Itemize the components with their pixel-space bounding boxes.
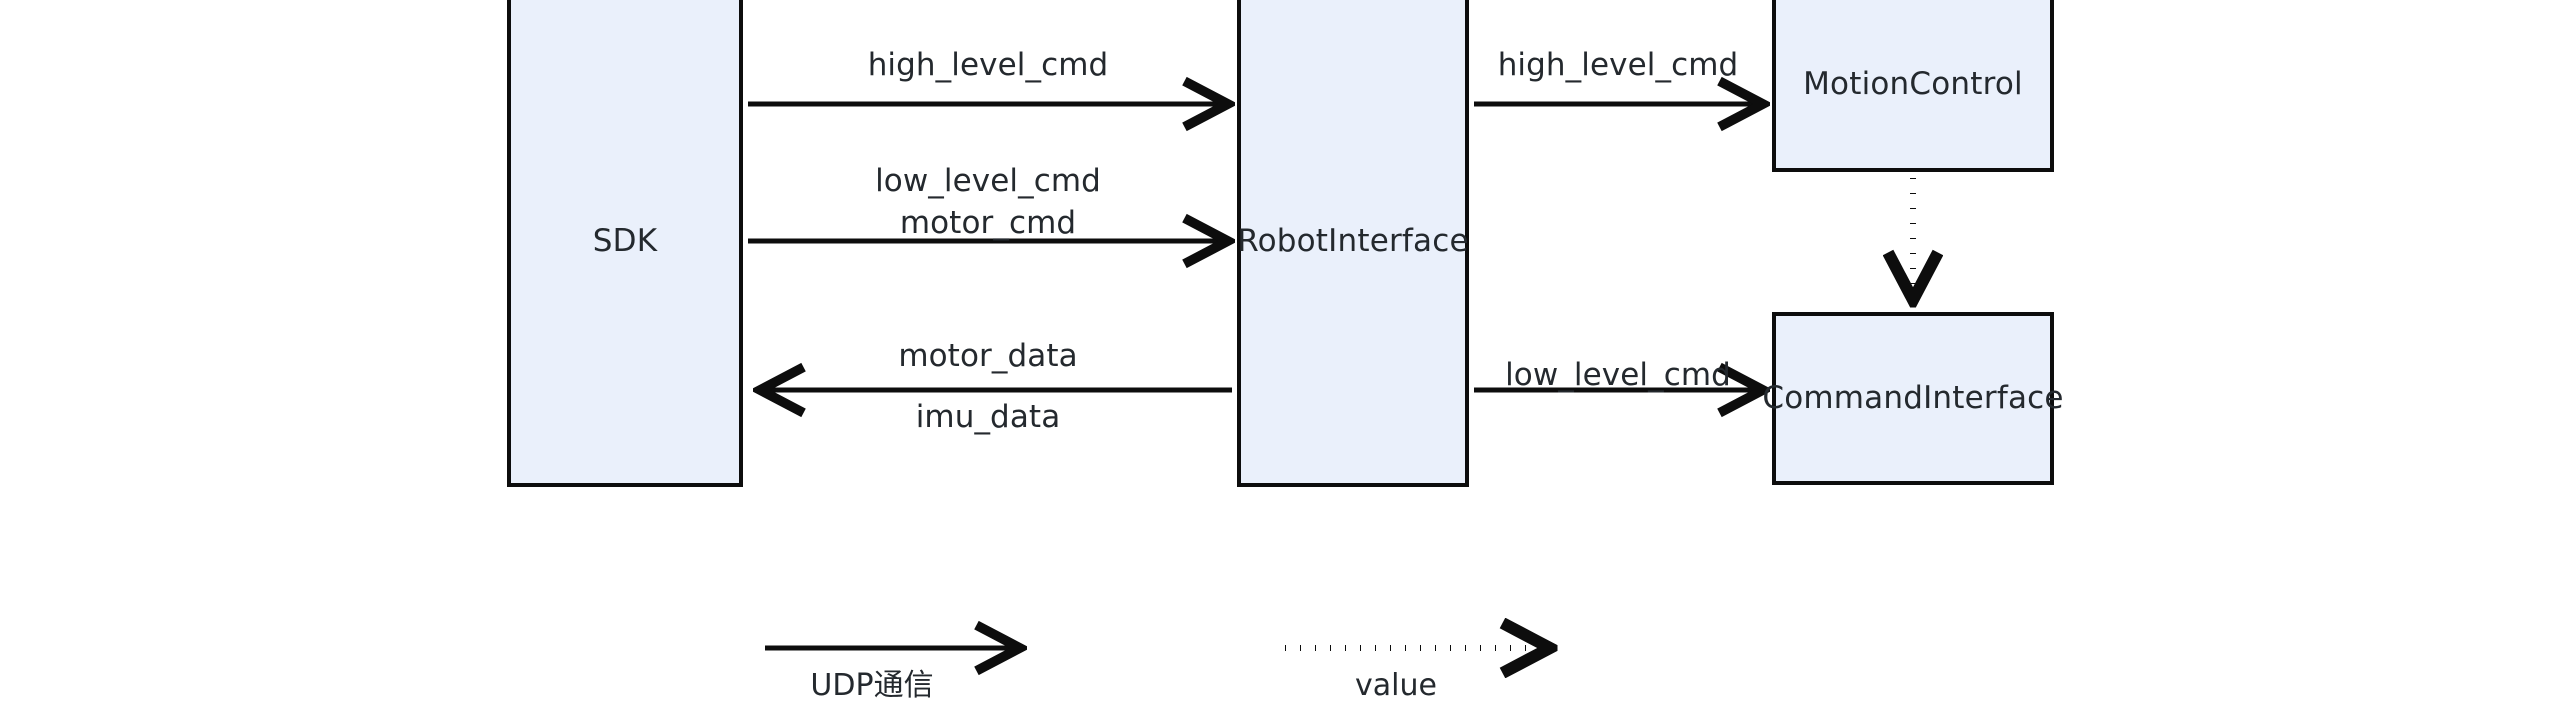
edge-label-robot-sdk-imu-data: imu_data: [915, 399, 1061, 436]
edge-label-sdk-robot-high-level-cmd: high_level_cmd: [867, 47, 1109, 84]
legend-label-value: value: [1355, 667, 1437, 703]
node-motioncontrol[interactable]: MotionControl: [1772, 0, 2054, 172]
node-robotinterface[interactable]: RobotInterface: [1237, 0, 1469, 487]
node-sdk-label: SDK: [592, 223, 658, 260]
edge-label-robot-motion-high-level-cmd: high_level_cmd: [1497, 47, 1739, 84]
node-sdk[interactable]: SDK: [507, 0, 743, 487]
edge-label-robot-sdk-motor-data: motor_data: [898, 338, 1078, 375]
node-robotinterface-label: RobotInterface: [1237, 223, 1469, 260]
edge-label-robot-command-low-level-cmd: low_level_cmd: [1505, 357, 1731, 394]
node-commandinterface[interactable]: CommandInterface: [1762, 312, 2063, 485]
legend-label-udp: UDP通信: [810, 667, 934, 703]
node-commandinterface-label: CommandInterface: [1762, 380, 2064, 417]
edge-label-sdk-robot-low-level-cmd: low_level_cmd: [875, 163, 1101, 200]
node-motioncontrol-label: MotionControl: [1803, 65, 2023, 102]
edge-label-sdk-robot-motor-cmd: motor_cmd: [899, 205, 1077, 242]
